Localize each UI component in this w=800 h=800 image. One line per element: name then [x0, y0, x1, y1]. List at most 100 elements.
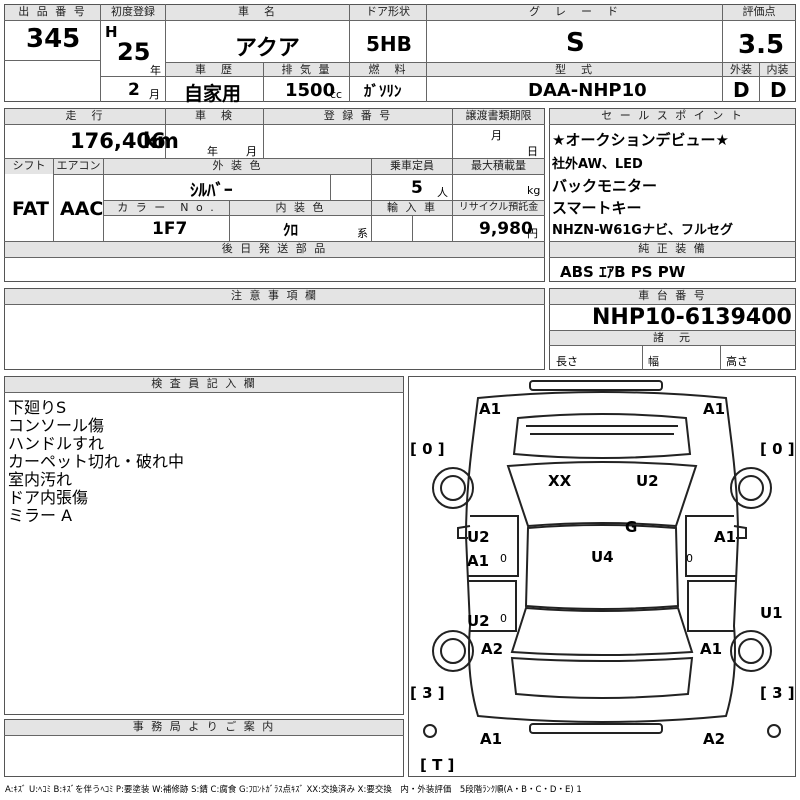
top-section [4, 4, 796, 102]
inspector-label: 検 査 員 記 入 欄 [5, 377, 403, 392]
damage-mark: A2 [481, 640, 504, 658]
interior-grade-label: 内装 [760, 63, 795, 76]
load-label: 最大積載量 [453, 159, 544, 174]
month-unit: 月 [149, 88, 160, 101]
recycle-unit: 円 [527, 227, 538, 240]
capacity-label: 乗車定員 [372, 159, 452, 174]
damage-mark: XX [548, 472, 572, 490]
door-mark: 0 [500, 552, 507, 565]
displacement: 1500 [285, 80, 336, 101]
car-name: アクア [235, 36, 300, 61]
score-label: 評価点 [723, 5, 795, 20]
chassis-number: NHP10-6139400 [592, 305, 792, 330]
mileage: 176,406 [70, 129, 166, 153]
dims-label: 諸 元 [550, 331, 795, 345]
color-no: 1F7 [152, 219, 188, 239]
sales-point-5: NHZN-W61Gナビ、フルセグ [552, 223, 733, 238]
interior-color-unit: 系 [357, 227, 368, 240]
tire-front-right: [ 0 ] [760, 440, 795, 458]
notes-label: 注 意 事 項 欄 [5, 289, 544, 304]
reg-year: 25 [117, 38, 151, 66]
history-label: 車 歴 [166, 63, 263, 76]
height-label: 高さ [726, 355, 748, 368]
shift: FAT [12, 198, 49, 220]
tire-rear-left: [ 3 ] [410, 684, 445, 702]
displacement-unit: cc [330, 88, 343, 101]
car-name-label: 車 名 [166, 5, 349, 20]
first-reg-label: 初度登録 [101, 5, 165, 20]
tire-spare: [ T ] [420, 756, 455, 774]
reg-month: 2 [128, 80, 140, 100]
legend: A:ｷｽﾞ U:ﾍｺﾐ B:ｷｽﾞを伴うﾍｺﾐ P:要塗装 W:補修跡 S:錆 … [5, 785, 582, 795]
fuel: ｶﾞｿﾘﾝ [364, 82, 402, 100]
inspection-year-unit: 年 [207, 145, 218, 158]
recycle-label: リサイクル預託金 [453, 201, 544, 215]
aircon-label: エアコン [54, 159, 103, 174]
inspector-line: ドア内張傷 [8, 488, 89, 507]
inspector-line: コンソール傷 [8, 416, 105, 435]
damage-mark: A1 [703, 400, 726, 418]
load-unit: kg [527, 184, 541, 197]
notes-section [4, 288, 545, 370]
tire-rear-right: [ 3 ] [760, 684, 795, 702]
door-mark: 0 [500, 612, 507, 625]
inspector-line: ハンドルすれ [8, 434, 105, 453]
inspector-line: カーペット切れ・破れ中 [8, 452, 185, 471]
damage-mark: A2 [703, 730, 726, 748]
history: 自家用 [184, 83, 242, 105]
exterior-grade-label: 外装 [723, 63, 759, 76]
fuel-label: 燃 料 [350, 63, 426, 76]
transfer-day-unit: 日 [527, 145, 538, 158]
chassis-label: 車 台 番 号 [550, 289, 795, 304]
office-section [4, 719, 404, 777]
sales-points-section [549, 108, 796, 282]
inspector-line: 下廻りS [8, 398, 67, 417]
color-no-label: カ ラ ー N o . [104, 201, 229, 215]
damage-mark: A1 [714, 528, 737, 546]
displacement-label: 排 気 量 [264, 63, 349, 76]
door-type: 5HB [366, 32, 412, 56]
damage-mark: U1 [760, 604, 783, 622]
sales-points-label: セ ー ル ス ポ イ ン ト [550, 109, 795, 124]
interior-color-label: 内 装 色 [230, 201, 371, 215]
inspector-line: 室内汚れ [8, 470, 73, 489]
car-diagram [423, 380, 781, 738]
sales-point-1: ★オークションデビュー★ [552, 131, 729, 149]
damage-mark: G [625, 518, 638, 536]
office-label: 事 務 局 よ り ご 案 内 [5, 720, 403, 735]
car-diagram-panel [408, 376, 796, 777]
damage-mark: A1 [479, 400, 502, 418]
capacity: 5 [411, 178, 423, 198]
capacity-unit: 人 [437, 186, 448, 199]
recycle-amount: 9,980 [479, 219, 533, 239]
model-label: 型 式 [427, 63, 722, 76]
inspection-label: 車 検 [166, 109, 263, 124]
grade-label: グ レ ー ド [427, 5, 722, 20]
damage-mark: A1 [700, 640, 723, 658]
shift-label: シフト [5, 159, 53, 174]
score: 3.5 [738, 30, 785, 60]
tire-front-left: [ 0 ] [410, 440, 445, 458]
registration-label: 登 録 番 号 [264, 109, 452, 124]
damage-mark: U2 [467, 528, 490, 546]
sales-point-2: 社外AW、LED [552, 157, 643, 172]
lot-label: 出 品 番 号 [5, 5, 100, 20]
interior-grade: D [770, 78, 787, 102]
year-unit: 年 [150, 64, 161, 77]
mileage-label: 走 行 [5, 109, 165, 124]
damage-mark: A1 [480, 730, 503, 748]
chassis-section [549, 288, 796, 370]
genuine-equipment: ABS ｴｱB PS PW [560, 263, 686, 281]
spec-section [4, 108, 545, 282]
exterior-color: ｼﾙﾊﾞｰ [190, 181, 233, 201]
width-label: 幅 [648, 355, 659, 368]
interior-color: ｸﾛ [283, 221, 299, 239]
transfer-label: 譲渡書類期限 [453, 109, 544, 124]
damage-mark: A1 [467, 552, 490, 570]
mileage-unit: km [143, 129, 179, 153]
damage-mark: U2 [467, 612, 490, 630]
inspection-month-unit: 月 [246, 145, 257, 158]
door-label: ドア形状 [350, 5, 426, 20]
length-label: 長さ [556, 355, 578, 368]
later-parts-label: 後 日 発 送 部 品 [5, 242, 544, 257]
